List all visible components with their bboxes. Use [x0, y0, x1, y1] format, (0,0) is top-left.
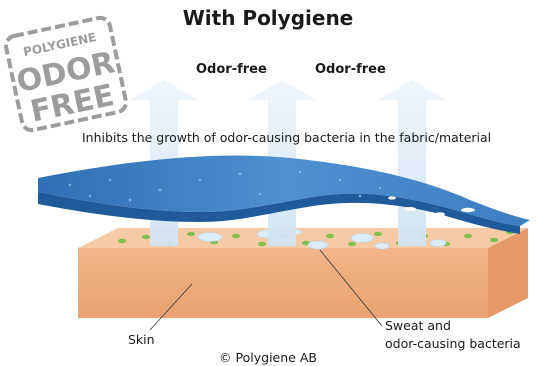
arrow-label-odor-free-2: Odor-free [315, 62, 386, 77]
sweat-label-line1: Sweat and [385, 318, 451, 333]
sweat-label-line2: odor-causing bacteria [385, 336, 521, 351]
odor-free-badge: POLYGIENE ODOR FREE [3, 14, 129, 134]
skin-block [78, 228, 528, 318]
skin-front-face [78, 248, 488, 318]
fabric-description: Inhibits the growth of odor-causing bact… [82, 130, 491, 145]
arrow-label-odor-free-1: Odor-free [196, 62, 267, 77]
skin-label: Skin [128, 332, 155, 347]
page-title: With Polygiene [0, 6, 536, 30]
arrow-3 [378, 80, 446, 246]
copyright-notice: © Polygiene AB [0, 350, 536, 365]
